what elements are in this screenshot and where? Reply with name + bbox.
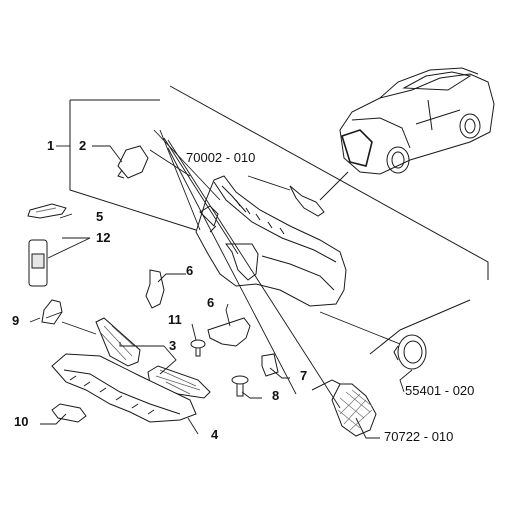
car-overview-illustration <box>339 67 495 175</box>
screw-part <box>190 339 206 357</box>
callout-4: 4 <box>211 427 219 442</box>
fog-lamp-frame <box>369 299 471 355</box>
side-bracket-right <box>207 317 251 347</box>
part-number-70002: 70002 - 010 <box>186 150 256 165</box>
callout-11: 11 <box>168 312 182 327</box>
nut-part <box>261 353 279 377</box>
group-right-line <box>169 85 489 280</box>
car-zoom-line <box>319 171 349 201</box>
callout-7: 7 <box>300 368 308 383</box>
part-number-55401: 55401 - 020 <box>405 383 475 398</box>
center-grille-part <box>331 383 377 437</box>
lower-splitter-part <box>51 353 197 423</box>
upper-grille-right <box>147 365 211 399</box>
callout-2: 2 <box>79 138 87 153</box>
callout-12: 12 <box>96 230 111 245</box>
lower-bracket-part <box>51 403 87 423</box>
clip-part <box>231 375 249 397</box>
side-bracket-left <box>145 269 165 309</box>
callout-3: 3 <box>169 338 177 353</box>
upper-grille-left <box>95 317 141 367</box>
front-bumper <box>195 175 347 307</box>
part-70002-shape <box>289 185 325 217</box>
center-grille-bracket <box>311 379 341 391</box>
callout-5: 5 <box>96 209 104 224</box>
tow-hook-cover-part <box>117 145 149 179</box>
part-number-70722: 70722 - 010 <box>384 429 454 444</box>
callout-6-left: 6 <box>186 263 194 278</box>
sensor-part <box>28 239 48 287</box>
callout-6-right: 6 <box>207 295 215 310</box>
callout-9: 9 <box>12 313 20 328</box>
callout-10: 10 <box>14 414 29 429</box>
fog-lamp-part <box>393 334 427 370</box>
callout-8: 8 <box>272 388 280 403</box>
emblem-part <box>27 203 67 219</box>
leader-lines <box>29 129 413 439</box>
reflector-part <box>41 299 63 325</box>
callout-1: 1 <box>47 138 55 153</box>
group-bracket-lines <box>69 100 197 231</box>
